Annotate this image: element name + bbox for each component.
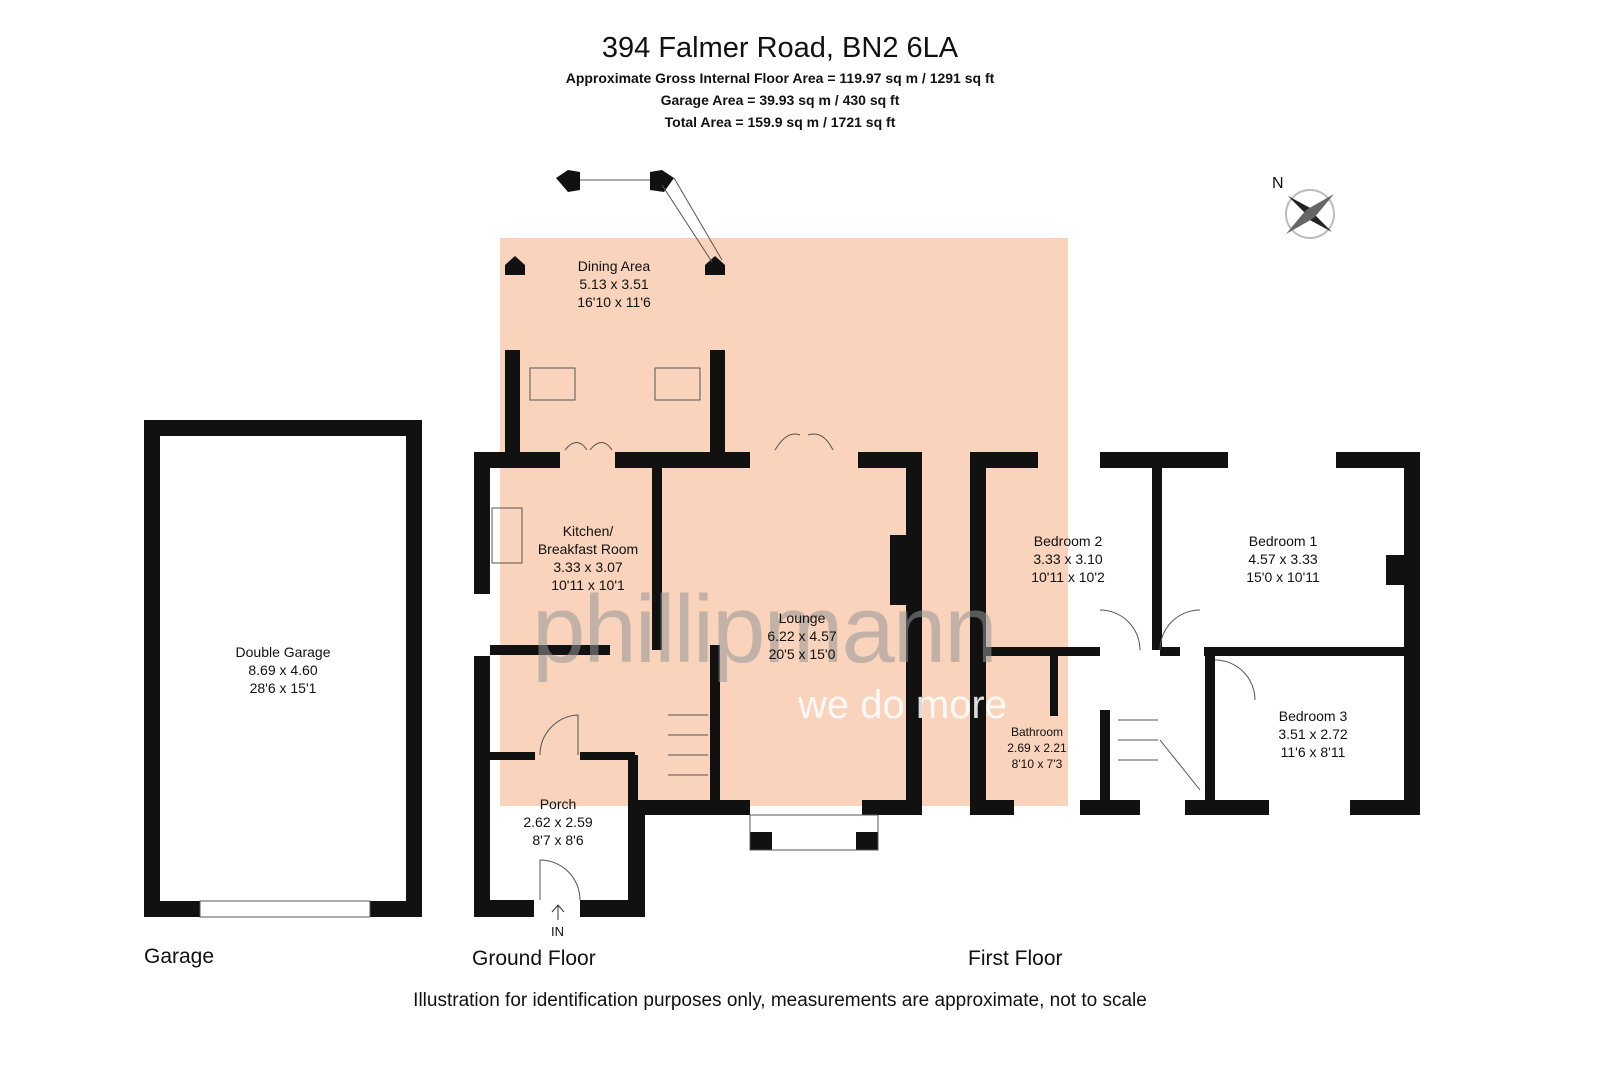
room-name: Double Garage (235, 644, 331, 660)
room-name: Bathroom (1010, 725, 1064, 739)
room-metric: 3.33 x 3.10 (1033, 551, 1103, 567)
room-metric: 2.69 x 2.21 (1007, 741, 1067, 755)
disclaimer-note: Illustration for identification purposes… (413, 990, 1147, 1011)
room-metric: 4.57 x 3.33 (1248, 551, 1318, 567)
room-double-garage: Double Garage 8.69 x 4.60 28'6 x 15'1 (236, 643, 331, 697)
entrance-label: IN (551, 924, 564, 939)
room-imperial: 20'5 x 15'0 (768, 646, 836, 662)
room-name: Breakfast Room (537, 541, 639, 557)
room-name: Bedroom 3 (1278, 708, 1348, 724)
room-name: Kitchen/ (562, 523, 614, 539)
watermark-brand: phillipmann (532, 576, 998, 683)
room-name: Lounge (778, 610, 826, 626)
fixtures (199, 177, 1256, 918)
room-dining-area: Dining Area 5.13 x 3.51 16'10 x 11'6 (577, 257, 651, 311)
room-name: Bedroom 1 (1248, 533, 1318, 549)
room-bathroom: Bathroom 2.69 x 2.21 8'10 x 7'3 (1007, 724, 1066, 772)
room-imperial: 8'7 x 8'6 (532, 832, 584, 848)
room-name: Porch (539, 796, 577, 812)
room-name: Bedroom 2 (1033, 533, 1103, 549)
room-imperial: 15'0 x 10'11 (1246, 569, 1320, 585)
room-imperial: 10'11 x 10'1 (551, 577, 625, 593)
room-metric: 3.33 x 3.07 (553, 559, 623, 575)
compass-north-label: N (1272, 175, 1284, 192)
gross-area: Approximate Gross Internal Floor Area = … (565, 70, 995, 86)
room-metric: 5.13 x 3.51 (579, 276, 649, 292)
floor-label-garage: Garage (144, 945, 215, 968)
watermark-tagline: we do more (798, 683, 1007, 727)
room-metric: 8.69 x 4.60 (248, 662, 318, 678)
room-bedroom-2: Bedroom 2 3.33 x 3.10 10'11 x 10'2 (1031, 532, 1105, 586)
total-area: Total Area = 159.9 sq m / 1721 sq ft (664, 114, 896, 130)
room-kitchen: Kitchen/ Breakfast Room 3.33 x 3.07 10'1… (538, 522, 638, 594)
room-imperial: 16'10 x 11'6 (577, 294, 651, 310)
compass-rose-icon (1285, 189, 1335, 239)
walls (144, 170, 1420, 917)
floor-label-ground: Ground Floor (472, 947, 596, 970)
room-imperial: 28'6 x 15'1 (249, 680, 317, 696)
room-imperial: 8'10 x 7'3 (1011, 757, 1063, 771)
room-name: Dining Area (577, 258, 651, 274)
room-imperial: 10'11 x 10'2 (1031, 569, 1105, 585)
floor-label-first: First Floor (968, 947, 1063, 970)
room-porch: Porch 2.62 x 2.59 8'7 x 8'6 (523, 795, 592, 849)
entrance-arrow-icon (551, 904, 565, 920)
room-metric: 2.62 x 2.59 (523, 814, 593, 830)
room-metric: 3.51 x 2.72 (1278, 726, 1348, 742)
room-lounge: Lounge 6.22 x 4.57 20'5 x 15'0 (767, 609, 836, 663)
room-bedroom-3: Bedroom 3 3.51 x 2.72 11'6 x 8'11 (1278, 707, 1347, 761)
room-imperial: 11'6 x 8'11 (1280, 744, 1346, 760)
garage-area: Garage Area = 39.93 sq m / 430 sq ft (660, 92, 900, 108)
plan-title: 394 Falmer Road, BN2 6LA (601, 32, 959, 64)
room-metric: 6.22 x 4.57 (767, 628, 837, 644)
room-bedroom-1: Bedroom 1 4.57 x 3.33 15'0 x 10'11 (1246, 532, 1320, 586)
